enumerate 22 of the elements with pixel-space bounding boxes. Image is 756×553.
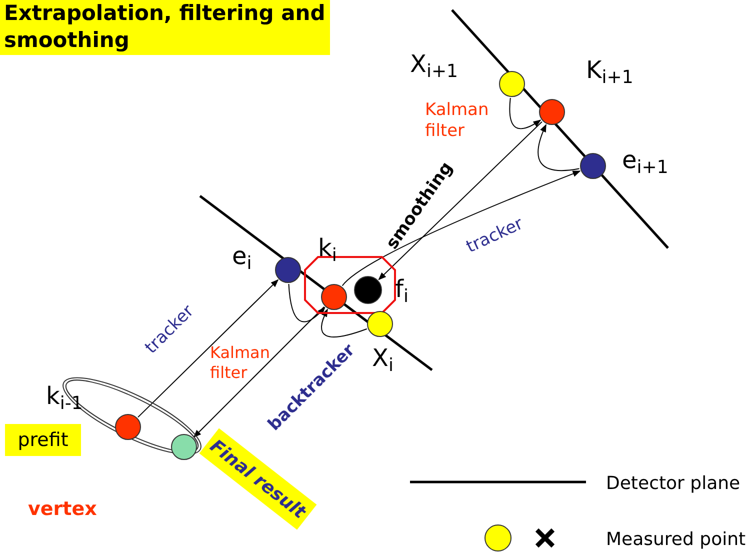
legend-label: Detector plane (606, 472, 740, 496)
legend-label: Measured point (606, 528, 746, 552)
note-label: Kalman filter (210, 343, 270, 382)
note-label: Kalman filter (425, 100, 490, 142)
note-label: vertex (28, 497, 97, 522)
point-label: k$_{i}$ (318, 236, 337, 260)
octagon-outline (304, 256, 396, 314)
point-label: e$_{i+1}$ (622, 148, 668, 172)
arrow (378, 121, 542, 280)
arrow (342, 170, 581, 286)
arrow (509, 97, 542, 130)
arrow (321, 308, 368, 338)
prefit-tag: prefit (5, 424, 81, 456)
arrow (288, 283, 326, 322)
arrow (193, 306, 325, 438)
point-label: K$_{i+1}$ (586, 58, 634, 82)
point-label: X$_{i}$ (372, 346, 394, 370)
arrow (138, 279, 279, 418)
title: Extrapolation, filtering and smoothing (0, 0, 330, 55)
point-label: X$_{i+1}$ (410, 52, 458, 76)
point-label: e$_{i}$ (232, 244, 252, 268)
arrow (538, 124, 580, 172)
